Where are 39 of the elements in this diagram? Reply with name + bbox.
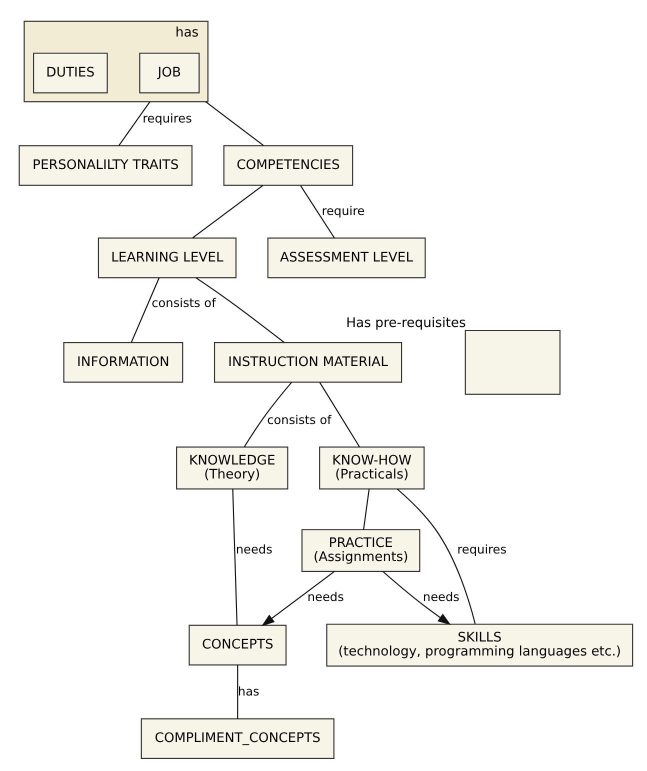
node-box: CONCEPTS — [188, 624, 286, 666]
connector — [204, 101, 264, 146]
node-box: KNOWLEDGE (Theory) — [176, 446, 288, 490]
node-box: JOB — [138, 52, 200, 94]
edge-label: has — [237, 684, 259, 699]
node-box: INFORMATION — [62, 342, 183, 383]
node-box: DUTIES — [32, 52, 108, 94]
node-box: COMPETENCIES — [222, 145, 353, 186]
node-box: KNOW-HOW (Practicals) — [318, 446, 424, 490]
connector — [396, 488, 476, 624]
edge-label: consists of — [151, 296, 216, 310]
connector — [130, 278, 160, 343]
node-box: COMPLIMENT_CONCEPTS — [140, 718, 334, 759]
arrow — [382, 571, 450, 625]
edge-label: needs — [306, 590, 344, 604]
connector — [232, 489, 238, 626]
node-box: ASSESSMENT LEVEL — [266, 238, 426, 278]
node-box: LEARNING LEVEL — [97, 238, 236, 278]
connector — [300, 185, 334, 238]
node-box: SKILLS (technology, programming languages etc.) — [326, 624, 633, 667]
arrow — [260, 571, 334, 626]
connector — [362, 488, 370, 530]
edge-label: require — [321, 204, 364, 218]
connector — [192, 185, 263, 238]
connector — [236, 665, 238, 719]
connector — [243, 382, 292, 448]
connector — [195, 277, 284, 343]
edge-label: needs — [422, 590, 459, 604]
edge-label: needs — [235, 542, 272, 557]
connector — [318, 382, 360, 448]
node-box — [464, 330, 560, 395]
connector — [118, 101, 150, 146]
edge-label: requires — [142, 111, 192, 126]
node-box: INSTRUCTION MATERIAL — [213, 342, 402, 383]
edge-label: consists of — [266, 412, 331, 427]
node-box: PERSONALILTY TRAITS — [18, 145, 192, 186]
node-label: Has pre-requisites — [346, 316, 466, 331]
node-box: PRACTICE (Assignments) — [300, 529, 420, 572]
edge-label: requires — [456, 542, 506, 557]
